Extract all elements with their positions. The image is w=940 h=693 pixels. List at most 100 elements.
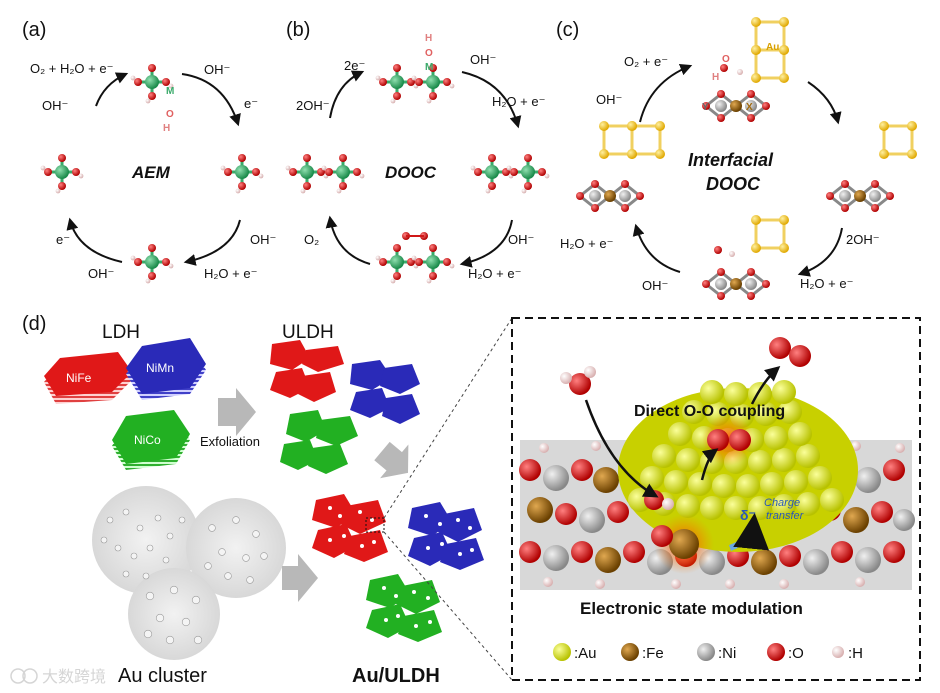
panel-d-label: (d) — [22, 313, 46, 335]
legend-ni-icon — [697, 643, 715, 661]
b-bottom-right-in: OH⁻ — [508, 232, 534, 247]
pair-bottom — [376, 244, 455, 283]
b-right-out: H₂O + e⁻ — [492, 94, 545, 109]
a-right-out: e⁻ — [244, 96, 258, 111]
octa-top — [131, 64, 174, 103]
legend-fe-icon — [621, 643, 639, 661]
a-bottom-left-out: e⁻ — [56, 232, 70, 247]
b-bottom-left-out: O₂ — [304, 232, 319, 247]
exfoliation-arrow-icon — [218, 388, 256, 436]
arrow-c-tr — [808, 82, 838, 122]
c-atom-au: Au — [766, 42, 779, 53]
octa-bottom — [131, 244, 174, 283]
b-top-left-out: 2e⁻ — [344, 58, 365, 73]
uldh-blue — [350, 360, 420, 424]
a-bottom-right-in: OH⁻ — [250, 232, 276, 247]
legend-ni: :Ni — [718, 645, 736, 662]
panel-b: (b) H O M DOOC 2e⁻ 2OH⁻ OH⁻ H₂O + e⁻ O₂ … — [286, 19, 550, 283]
arrow-a-tl — [96, 74, 126, 106]
c-bottom-left-out: H₂O + e⁻ — [560, 236, 613, 251]
legend-h: :H — [848, 645, 863, 662]
atom-m-label: M — [166, 86, 174, 97]
arrow-c-bl — [636, 226, 680, 272]
arrow-b-bl — [330, 218, 370, 264]
au-uldh-blue — [408, 502, 484, 570]
uldh-green — [280, 410, 358, 474]
b-bottom-right-out: H₂O + e⁻ — [468, 266, 521, 281]
c-lattice-left — [576, 180, 644, 212]
c-left-in: OH⁻ — [596, 92, 622, 107]
uldh-title: ULDH — [282, 322, 334, 343]
arrow-b-tl — [330, 72, 362, 118]
legend-o: :O — [788, 645, 804, 662]
legend-h-icon — [832, 646, 844, 658]
a-bottom-right-out: H₂O + e⁻ — [204, 266, 257, 281]
svg-text:NiFe: NiFe — [66, 371, 92, 385]
c-right-in: 2OH⁻ — [846, 232, 880, 247]
direct-coupling-label: Direct O-O coupling — [634, 403, 785, 420]
svg-text:大数跨境: 大数跨境 — [42, 667, 106, 686]
c-lattice-top — [702, 90, 770, 122]
c-top-out: O₂ + e⁻ — [624, 54, 668, 69]
panel-a-label: (a) — [22, 19, 46, 41]
au-uldh-red — [312, 494, 388, 562]
fe-active-site — [669, 529, 699, 559]
b-atom-m: M — [425, 62, 433, 73]
down-arrow-icon — [368, 434, 422, 490]
b-top-right-in: OH⁻ — [470, 52, 496, 67]
legend-fe: :Fe — [642, 645, 664, 662]
electronic-state-label: Electronic state modulation — [580, 599, 803, 618]
c-right-out: H₂O + e⁻ — [800, 276, 853, 291]
atom-o-label: O — [166, 109, 174, 120]
delta-label: δ⁻ — [740, 507, 756, 523]
c-atom-y: Y — [702, 102, 709, 113]
arrow-a-tr — [182, 74, 238, 124]
c-lattice-bottom — [702, 268, 770, 300]
c-au-right — [879, 121, 917, 159]
arrow-a-br — [186, 220, 240, 262]
arrow-c-tl — [640, 66, 690, 122]
c-atom-o: O — [722, 54, 730, 65]
c-center-line2: DOOC — [706, 174, 761, 194]
au-uldh-green — [366, 574, 442, 642]
au-cluster-group — [92, 486, 286, 660]
a-top-right-in: OH⁻ — [204, 62, 230, 77]
legend-au: :Au — [574, 645, 597, 662]
aem-label: AEM — [131, 163, 171, 182]
legend-au-icon — [553, 643, 571, 661]
svg-text:NiCo: NiCo — [134, 433, 161, 447]
c-au-bottom — [751, 215, 789, 253]
hex-nife: NiFe — [44, 352, 132, 404]
hex-nimn: NiMn — [126, 338, 206, 400]
pair-top — [376, 64, 455, 103]
c-lattice-right — [826, 180, 894, 212]
dooc-label: DOOC — [385, 163, 437, 182]
panel-c-label: (c) — [556, 19, 579, 41]
b-left-in: 2OH⁻ — [296, 98, 330, 113]
arrow-a-bl — [70, 220, 122, 262]
octa-right — [221, 154, 264, 193]
c-center-line1: Interfacial — [688, 150, 774, 170]
exfoliation-label: Exfoliation — [200, 434, 260, 449]
a-left-in: OH⁻ — [42, 98, 68, 113]
panel-a: (a) M O H AEM O₂ + H₂O + e⁻ OH⁻ OH⁻ e⁻ e… — [22, 19, 276, 283]
panel-b-label: (b) — [286, 19, 310, 41]
pair-right — [471, 154, 550, 193]
legend-o-icon — [767, 643, 785, 661]
watermark: 大数跨境 — [11, 667, 106, 686]
panel-c: (c) Au O H Y X Interfacial DOOC O₂ + e⁻ … — [556, 17, 917, 300]
uldh-red — [270, 340, 344, 402]
o2-molecule — [769, 337, 791, 359]
ldh-title: LDH — [102, 322, 140, 343]
atom-h-label: H — [163, 123, 170, 134]
octa-left — [41, 154, 84, 193]
au-uldh-label: Au/ULDH — [352, 665, 440, 687]
a-bottom-left-in: OH⁻ — [88, 266, 114, 281]
panel-d: (d) LDH ULDH NiFe NiMn NiCo Exfoliation — [22, 313, 920, 687]
au-cluster-label: Au cluster — [118, 665, 207, 687]
charge-line2: transfer — [766, 510, 805, 522]
c-bottom-left-in: OH⁻ — [642, 278, 668, 293]
charge-line1: Charge — [764, 497, 800, 509]
svg-text:NiMn: NiMn — [146, 361, 174, 375]
